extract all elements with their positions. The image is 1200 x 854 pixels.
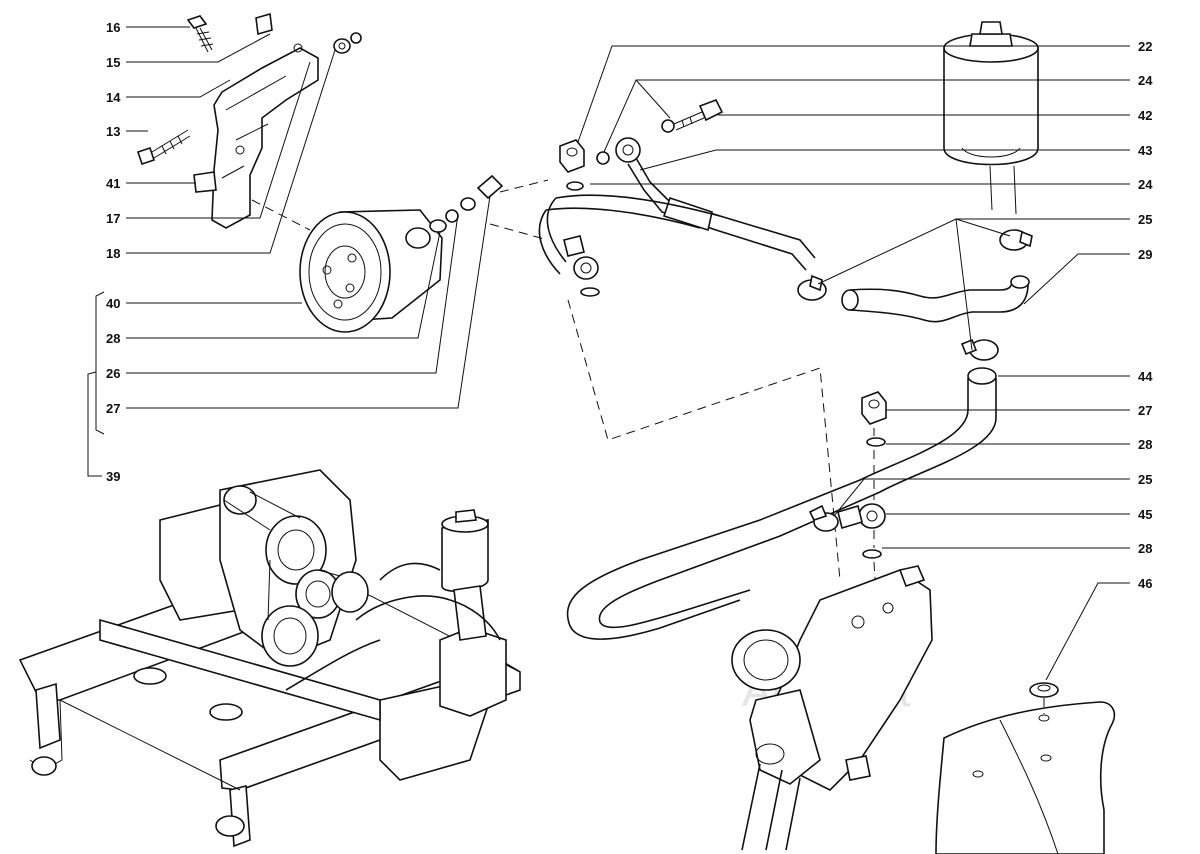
callout-39: 39 bbox=[106, 469, 120, 484]
pump-bracket bbox=[193, 12, 319, 229]
fluid-reservoir bbox=[943, 21, 1039, 215]
callout-41: 41 bbox=[106, 176, 120, 191]
power-steering-pump bbox=[299, 209, 443, 333]
callout-40: 40 bbox=[106, 296, 120, 311]
clamp-25-lower bbox=[960, 338, 999, 361]
frame-hoses bbox=[285, 562, 501, 691]
washer-24-lower bbox=[566, 181, 584, 191]
callout-labels-right: 22 24 42 43 24 25 29 44 27 28 25 45 28 4… bbox=[1138, 39, 1153, 591]
callout-18: 18 bbox=[106, 246, 120, 261]
callout-24-lower: 24 bbox=[1138, 177, 1153, 192]
washer-24-right bbox=[661, 119, 675, 133]
washer-28-mid bbox=[866, 437, 886, 447]
banjo-fitting-45 bbox=[837, 503, 886, 530]
callout-15: 15 bbox=[106, 55, 120, 70]
callout-labels-left: 16 15 14 13 41 17 18 40 28 26 27 39 bbox=[106, 20, 121, 484]
clamp-25-left bbox=[797, 274, 827, 301]
return-hose-44 bbox=[566, 367, 997, 640]
callout-17: 17 bbox=[106, 211, 120, 226]
steering-gear bbox=[731, 565, 933, 851]
callout-45: 45 bbox=[1138, 507, 1152, 522]
callout-44: 44 bbox=[1138, 369, 1153, 384]
banjo-fitting-26 bbox=[563, 235, 599, 280]
return-hose-29 bbox=[841, 275, 1030, 323]
clamp-25-upper bbox=[999, 229, 1033, 251]
clamp-25-bottom bbox=[808, 504, 839, 532]
callout-25-lower: 25 bbox=[1138, 472, 1152, 487]
engine-belt-assembly bbox=[219, 469, 369, 667]
callout-27-left: 27 bbox=[106, 401, 120, 416]
body-panel bbox=[935, 701, 1116, 854]
callout-26: 26 bbox=[106, 366, 120, 381]
callout-24-top: 24 bbox=[1138, 73, 1153, 88]
callout-28-mid: 28 bbox=[1138, 437, 1152, 452]
pump-fittings bbox=[429, 174, 504, 233]
callout-29: 29 bbox=[1138, 247, 1152, 262]
banjo-fitting-43 bbox=[615, 137, 641, 163]
callout-28-left: 28 bbox=[106, 331, 120, 346]
callout-14: 14 bbox=[106, 90, 121, 105]
callout-28-bottom: 28 bbox=[1138, 541, 1152, 556]
grommet-46 bbox=[1029, 682, 1059, 714]
leader-lines bbox=[87, 26, 1130, 681]
callout-46: 46 bbox=[1138, 576, 1152, 591]
callout-25-top: 25 bbox=[1138, 212, 1152, 227]
washer-28-bottom bbox=[862, 549, 882, 559]
washer-28-top bbox=[580, 287, 600, 297]
pressure-hose-43 bbox=[538, 157, 816, 275]
frame-reservoir bbox=[441, 509, 489, 641]
callout-43: 43 bbox=[1138, 143, 1152, 158]
callout-22: 22 bbox=[1138, 39, 1152, 54]
washer-18 bbox=[333, 32, 362, 54]
callout-42: 42 bbox=[1138, 108, 1152, 123]
callout-13: 13 bbox=[106, 124, 120, 139]
bolt-16 bbox=[186, 15, 214, 53]
banjo-bolt-22 bbox=[559, 139, 585, 173]
bolt-42 bbox=[673, 98, 724, 131]
banjo-bolt-27 bbox=[861, 391, 887, 425]
washer-24-upper bbox=[596, 151, 610, 165]
callout-27-right: 27 bbox=[1138, 403, 1152, 418]
callout-16: 16 bbox=[106, 20, 120, 35]
bolt-13 bbox=[136, 129, 191, 166]
